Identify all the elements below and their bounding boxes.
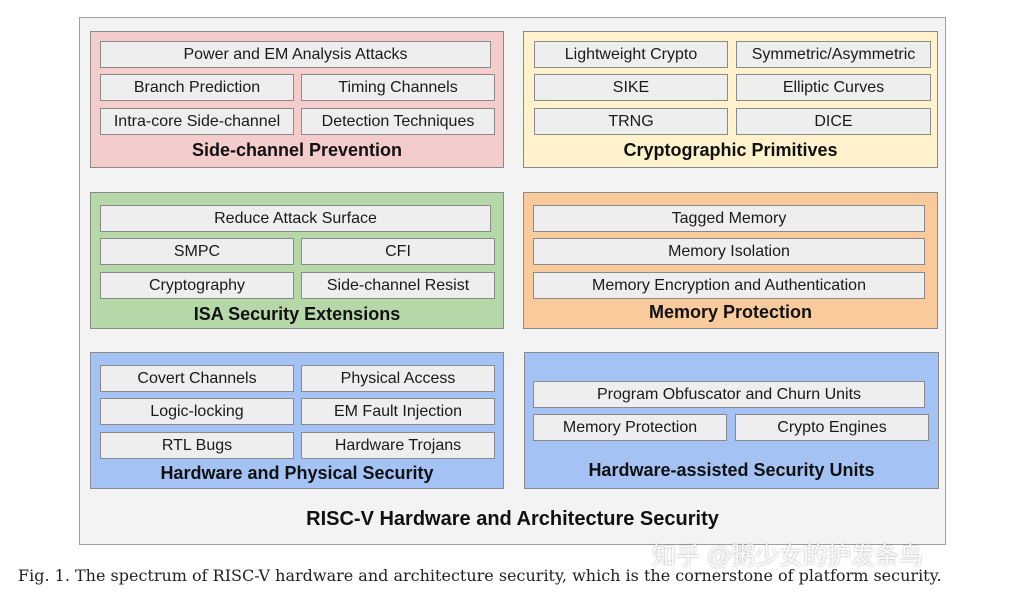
group-memory-protection: Tagged Memory Memory Isolation Memory En… [523,192,938,329]
item-memory-protection-unit: Memory Protection [533,414,727,441]
item-em-fault-injection: EM Fault Injection [301,398,495,425]
item-detection-techniques: Detection Techniques [301,108,495,135]
group-title: Memory Protection [648,302,813,322]
watermark: 知乎 @粥少女的护发条鸟 [652,543,924,570]
item-lightweight-crypto: Lightweight Crypto [534,41,728,68]
group-hardware-assisted-security-units: Program Obfuscator and Churn Units Memor… [524,352,939,489]
item-logic-locking: Logic-locking [100,398,294,425]
group-cryptographic-primitives: Lightweight Crypto Symmetric/Asymmetric … [523,31,938,168]
item-memory-isolation: Memory Isolation [533,238,925,265]
item-reduce-attack-surface: Reduce Attack Surface [100,205,491,232]
item-symmetric-asymmetric: Symmetric/Asymmetric [736,41,931,68]
item-memory-encryption-authentication: Memory Encryption and Authentication [533,272,925,299]
group-title: Hardware-assisted Security Units [588,460,875,480]
item-elliptic-curves: Elliptic Curves [736,74,931,101]
item-branch-prediction: Branch Prediction [100,74,294,101]
item-smpc: SMPC [100,238,294,265]
item-covert-channels: Covert Channels [100,365,294,392]
group-title: Hardware and Physical Security [160,463,434,483]
item-timing-channels: Timing Channels [301,74,495,101]
item-cryptography: Cryptography [100,272,294,299]
diagram-main-title: RISC-V Hardware and Architecture Securit… [306,508,719,530]
item-rtl-bugs: RTL Bugs [100,432,294,459]
item-physical-access: Physical Access [301,365,495,392]
group-title: ISA Security Extensions [193,304,401,324]
item-intra-core-side-channel: Intra-core Side-channel [100,108,294,135]
item-sike: SIKE [534,74,728,101]
group-hardware-physical-security: Covert Channels Physical Access Logic-lo… [90,352,504,489]
group-title: Side-channel Prevention [191,140,403,160]
item-program-obfuscator-churn: Program Obfuscator and Churn Units [533,381,925,408]
item-power-em-analysis: Power and EM Analysis Attacks [100,41,491,68]
group-title: Cryptographic Primitives [623,140,838,160]
figure-caption: Fig. 1. The spectrum of RISC-V hardware … [18,566,942,585]
group-isa-security-extensions: Reduce Attack Surface SMPC CFI Cryptogra… [90,192,504,329]
item-side-channel-resist: Side-channel Resist [301,272,495,299]
item-cfi: CFI [301,238,495,265]
item-hardware-trojans: Hardware Trojans [301,432,495,459]
item-trng: TRNG [534,108,728,135]
item-tagged-memory: Tagged Memory [533,205,925,232]
item-dice: DICE [736,108,931,135]
item-crypto-engines: Crypto Engines [735,414,929,441]
group-side-channel-prevention: Power and EM Analysis Attacks Branch Pre… [90,31,504,168]
